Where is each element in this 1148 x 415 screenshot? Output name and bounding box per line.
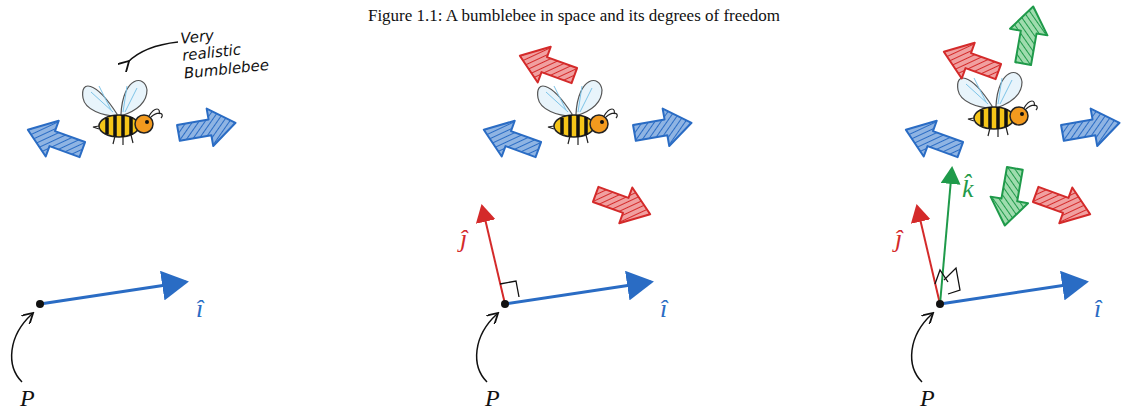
point-label: P [920, 386, 935, 410]
axis-label: ĵ [460, 226, 467, 252]
point-label: P [485, 386, 500, 410]
axis-label: î [1094, 296, 1101, 322]
panel-three [899, 3, 1123, 382]
point-label: P [20, 386, 35, 410]
axis-label: k̂ [962, 176, 974, 202]
axis-label: ĵ [895, 226, 902, 252]
panel-one [12, 42, 239, 382]
axis-label: î [196, 296, 203, 322]
panel-two [477, 38, 695, 382]
annotation: Very realistic Bumblebee [180, 21, 275, 82]
axis-label: î [660, 296, 667, 322]
figure-title: Figure 1.1: A bumblebee in space and its… [0, 6, 1148, 26]
